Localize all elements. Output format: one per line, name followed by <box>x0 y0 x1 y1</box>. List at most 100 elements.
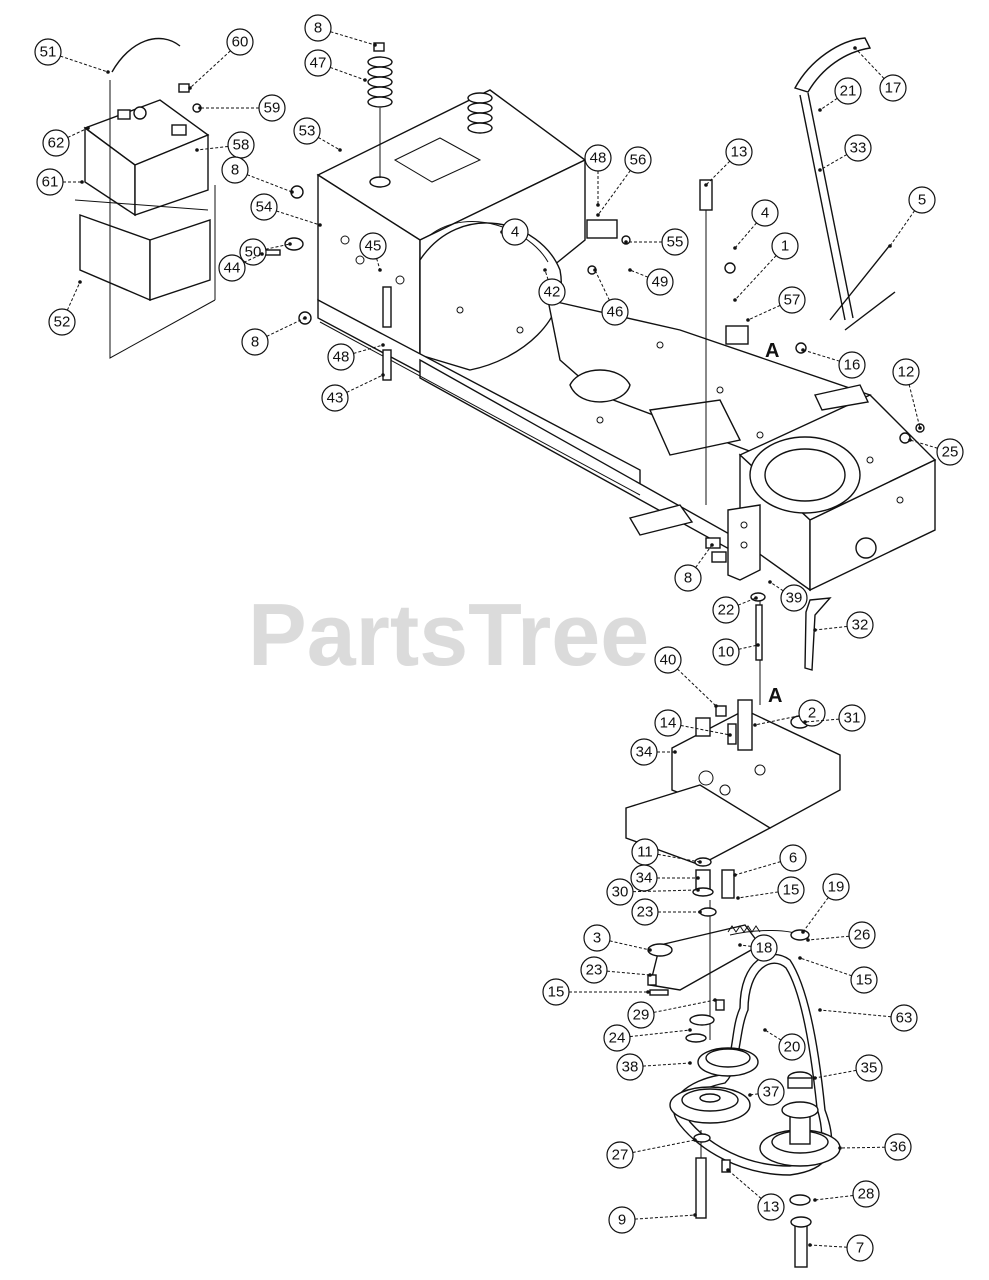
callout-leader-line <box>634 1214 696 1220</box>
callout-leader-line <box>330 31 376 46</box>
callout-circle <box>42 129 70 157</box>
callout-circle <box>654 709 682 737</box>
callout-circle <box>359 232 387 260</box>
callout-leader-line <box>318 137 341 151</box>
callout-circle <box>757 1193 785 1221</box>
callout-circle <box>779 844 807 872</box>
callout-leader-line <box>839 1146 886 1149</box>
callout-leader-tip <box>803 720 807 724</box>
callout-number: 21 <box>840 83 857 100</box>
callout-63: 63 <box>818 1004 918 1032</box>
callout-leader-line <box>747 304 781 321</box>
callout-number: 3 <box>593 930 601 947</box>
callout-number: 24 <box>609 1030 626 1047</box>
callout-leader-tip <box>853 46 857 50</box>
callout-number: 18 <box>756 940 773 957</box>
callout-leader-line <box>266 317 306 337</box>
callout-47: 47 <box>304 49 367 82</box>
callout-leader-line <box>609 940 651 951</box>
callout-leader-tip <box>838 1146 842 1150</box>
callout-number: 2 <box>808 705 816 722</box>
callout-leader-tip <box>713 998 717 1002</box>
callout-circle <box>654 646 682 674</box>
callout-circle <box>879 74 907 102</box>
callout-leader-line <box>802 897 829 933</box>
callout-number: 47 <box>310 55 327 72</box>
callout-number: 43 <box>327 390 344 407</box>
callout-circle <box>884 1133 912 1161</box>
callout-circle <box>908 186 936 214</box>
callout-number: 35 <box>861 1060 878 1077</box>
callout-number: 30 <box>612 884 629 901</box>
callout-circle <box>304 14 332 42</box>
callout-leader-line <box>632 889 699 893</box>
callout-circle <box>34 38 62 66</box>
callout-leader-line <box>802 349 840 362</box>
callout-circle <box>239 238 267 266</box>
callout-leader-tip <box>288 242 292 246</box>
callout-leader-tip <box>888 244 892 248</box>
callout-60: 60 <box>188 28 254 90</box>
callout-circle <box>780 584 808 612</box>
callout-12: 12 <box>892 358 922 430</box>
callout-leader-tip <box>260 252 264 256</box>
callout-leader-tip <box>688 1061 692 1065</box>
callout-leader-line <box>809 1244 848 1248</box>
callout-circle <box>846 1234 874 1262</box>
callout-leader-tip <box>733 298 737 302</box>
callout-leader-line <box>854 47 885 79</box>
callout-leader-line <box>739 944 752 947</box>
callout-leader-line <box>597 170 631 216</box>
bracket <box>705 205 832 671</box>
callout-circle <box>603 1024 631 1052</box>
callout-leader-line <box>680 724 731 736</box>
callout-number: 23 <box>637 904 654 921</box>
callout-number: 19 <box>828 879 845 896</box>
callout-leader-tip <box>363 78 367 82</box>
callout-leader-line <box>66 281 81 311</box>
callout-leader-tip <box>543 268 547 272</box>
callout-leader-line <box>819 97 838 111</box>
callout-9: 9 <box>608 1206 697 1234</box>
hardware <box>178 42 925 1011</box>
callout-20: 20 <box>763 1028 806 1061</box>
callout-circle <box>778 1033 806 1061</box>
callout-4: 4 <box>500 218 529 246</box>
callout-number: 61 <box>42 174 59 191</box>
callout-number: 22 <box>718 602 735 619</box>
callout-leader-line <box>629 1029 691 1038</box>
callout-leader-line <box>734 222 757 249</box>
callout-circle <box>293 117 321 145</box>
callout-leader-tip <box>768 580 772 584</box>
callout-leader-tip <box>918 426 922 430</box>
callout-circle <box>606 878 634 906</box>
callout-number: 48 <box>590 150 607 167</box>
callout-leader-line <box>804 718 840 723</box>
callout-25: 25 <box>908 438 964 466</box>
callout-number: 13 <box>763 1199 780 1216</box>
callout-leader-line <box>544 269 549 280</box>
callout-leader-tip <box>373 43 377 47</box>
callout-number: 16 <box>844 357 861 374</box>
callout-leader-tip <box>673 750 677 754</box>
callout-circle <box>580 956 608 984</box>
callout-leader-line <box>632 1139 696 1153</box>
callout-leader-line <box>734 861 781 876</box>
callout-31: 31 <box>803 704 866 732</box>
callout-leader-line <box>246 174 293 193</box>
callout-42: 42 <box>538 268 566 306</box>
callout-48: 48 <box>327 343 385 371</box>
callout-leader-line <box>346 374 384 393</box>
callout-circle <box>822 873 850 901</box>
callout-leader-line <box>734 255 777 301</box>
callout-number: 58 <box>233 137 250 154</box>
callout-leader-line <box>196 145 229 151</box>
callout-number: 40 <box>660 652 677 669</box>
callout-leader-line <box>677 668 717 707</box>
callout-circle <box>852 1180 880 1208</box>
callout-circle <box>778 286 806 314</box>
callout-circle <box>834 77 862 105</box>
callout-leader-line <box>889 210 915 247</box>
callout-circle <box>624 146 652 174</box>
